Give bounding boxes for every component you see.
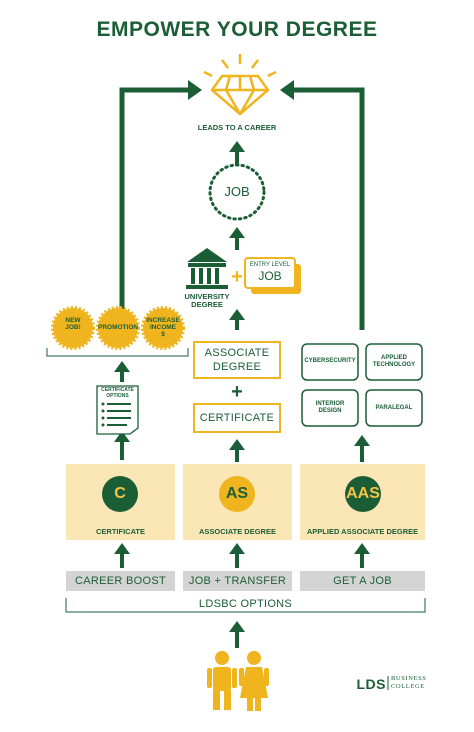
associate-degree-box <box>193 341 281 379</box>
associate-degree-label: ASSOCIATE DEGREE <box>204 347 270 373</box>
right-arrows <box>354 435 370 568</box>
option-get-a-job: GET A JOB <box>333 575 392 587</box>
track-code-as: AS <box>225 485 249 502</box>
left-arrows <box>114 361 130 568</box>
entry-level-line1: ENTRY LEVEL <box>249 262 291 268</box>
diamond-icon <box>203 54 277 116</box>
aas-option-paralegal: PARALEGAL <box>375 405 413 411</box>
badge-new-job: NEW JOB! <box>65 317 81 331</box>
job-label: JOB <box>224 184 250 199</box>
certificate-box <box>193 403 281 433</box>
badge-increase-income: INCREASE INCOME $ <box>146 317 180 338</box>
center-arrows <box>229 141 245 648</box>
entry-level-line2: JOB <box>258 269 282 283</box>
people-icon <box>207 651 269 711</box>
certificate-options-icon <box>96 385 139 435</box>
certificate-box-label: CERTIFICATE <box>199 412 275 424</box>
aas-option-cybersecurity: CYBERSECURITY <box>304 358 356 364</box>
ldsbc-options-label: LDSBC OPTIONS <box>198 598 293 610</box>
university-icon <box>186 248 228 289</box>
left-loop-arrowhead <box>188 80 202 100</box>
logo-line2: COLLEGE <box>391 683 425 690</box>
logo-line1: BUSINESS <box>391 675 427 682</box>
option-career-boost: CAREER BOOST <box>74 575 166 587</box>
logo-wordmark: BUSINESS COLLEGE <box>391 675 431 691</box>
logo-mark: LDS <box>356 676 386 692</box>
right-loop-arrowhead <box>280 80 294 100</box>
track-boxes <box>66 464 425 540</box>
badges-bracket <box>46 348 189 357</box>
entry-level-box <box>244 257 296 289</box>
certificate-options-label: CERTIFICATE OPTIONS <box>101 387 134 399</box>
track-label-applied-associate-degree: APPLIED ASSOCIATE DEGREE <box>306 527 419 536</box>
boxes-plus: + <box>231 381 243 403</box>
aas-option-interior-design: INTERIOR DESIGN <box>315 401 345 414</box>
university-label: UNIVERSITY DEGREE <box>184 292 230 309</box>
job-circle <box>208 163 266 221</box>
badge-promotion: PROMOTION <box>98 324 139 331</box>
track-label-certificate: CERTIFICATE <box>95 527 146 536</box>
option-job-transfer: JOB + TRANSFER <box>188 575 287 587</box>
left-loop-arrow <box>119 87 192 330</box>
aas-option-boxes <box>301 343 423 427</box>
aas-option-applied-technology: APPLIED TECHNOLOGY <box>372 355 416 368</box>
badges <box>51 306 185 350</box>
track-code-c: C <box>114 485 126 502</box>
right-loop-arrow <box>290 87 365 330</box>
ldsbc-bracket <box>65 598 426 613</box>
career-label: LEADS TO A CAREER <box>197 123 277 132</box>
page-title: EMPOWER YOUR DEGREE <box>96 18 378 41</box>
university-plus: + <box>231 266 243 288</box>
track-label-associate-degree: ASSOCIATE DEGREE <box>199 527 276 536</box>
entry-level-text: ENTRY LEVEL JOB <box>245 262 295 283</box>
track-code-aas: AAS <box>346 485 380 502</box>
option-bars <box>66 571 425 591</box>
